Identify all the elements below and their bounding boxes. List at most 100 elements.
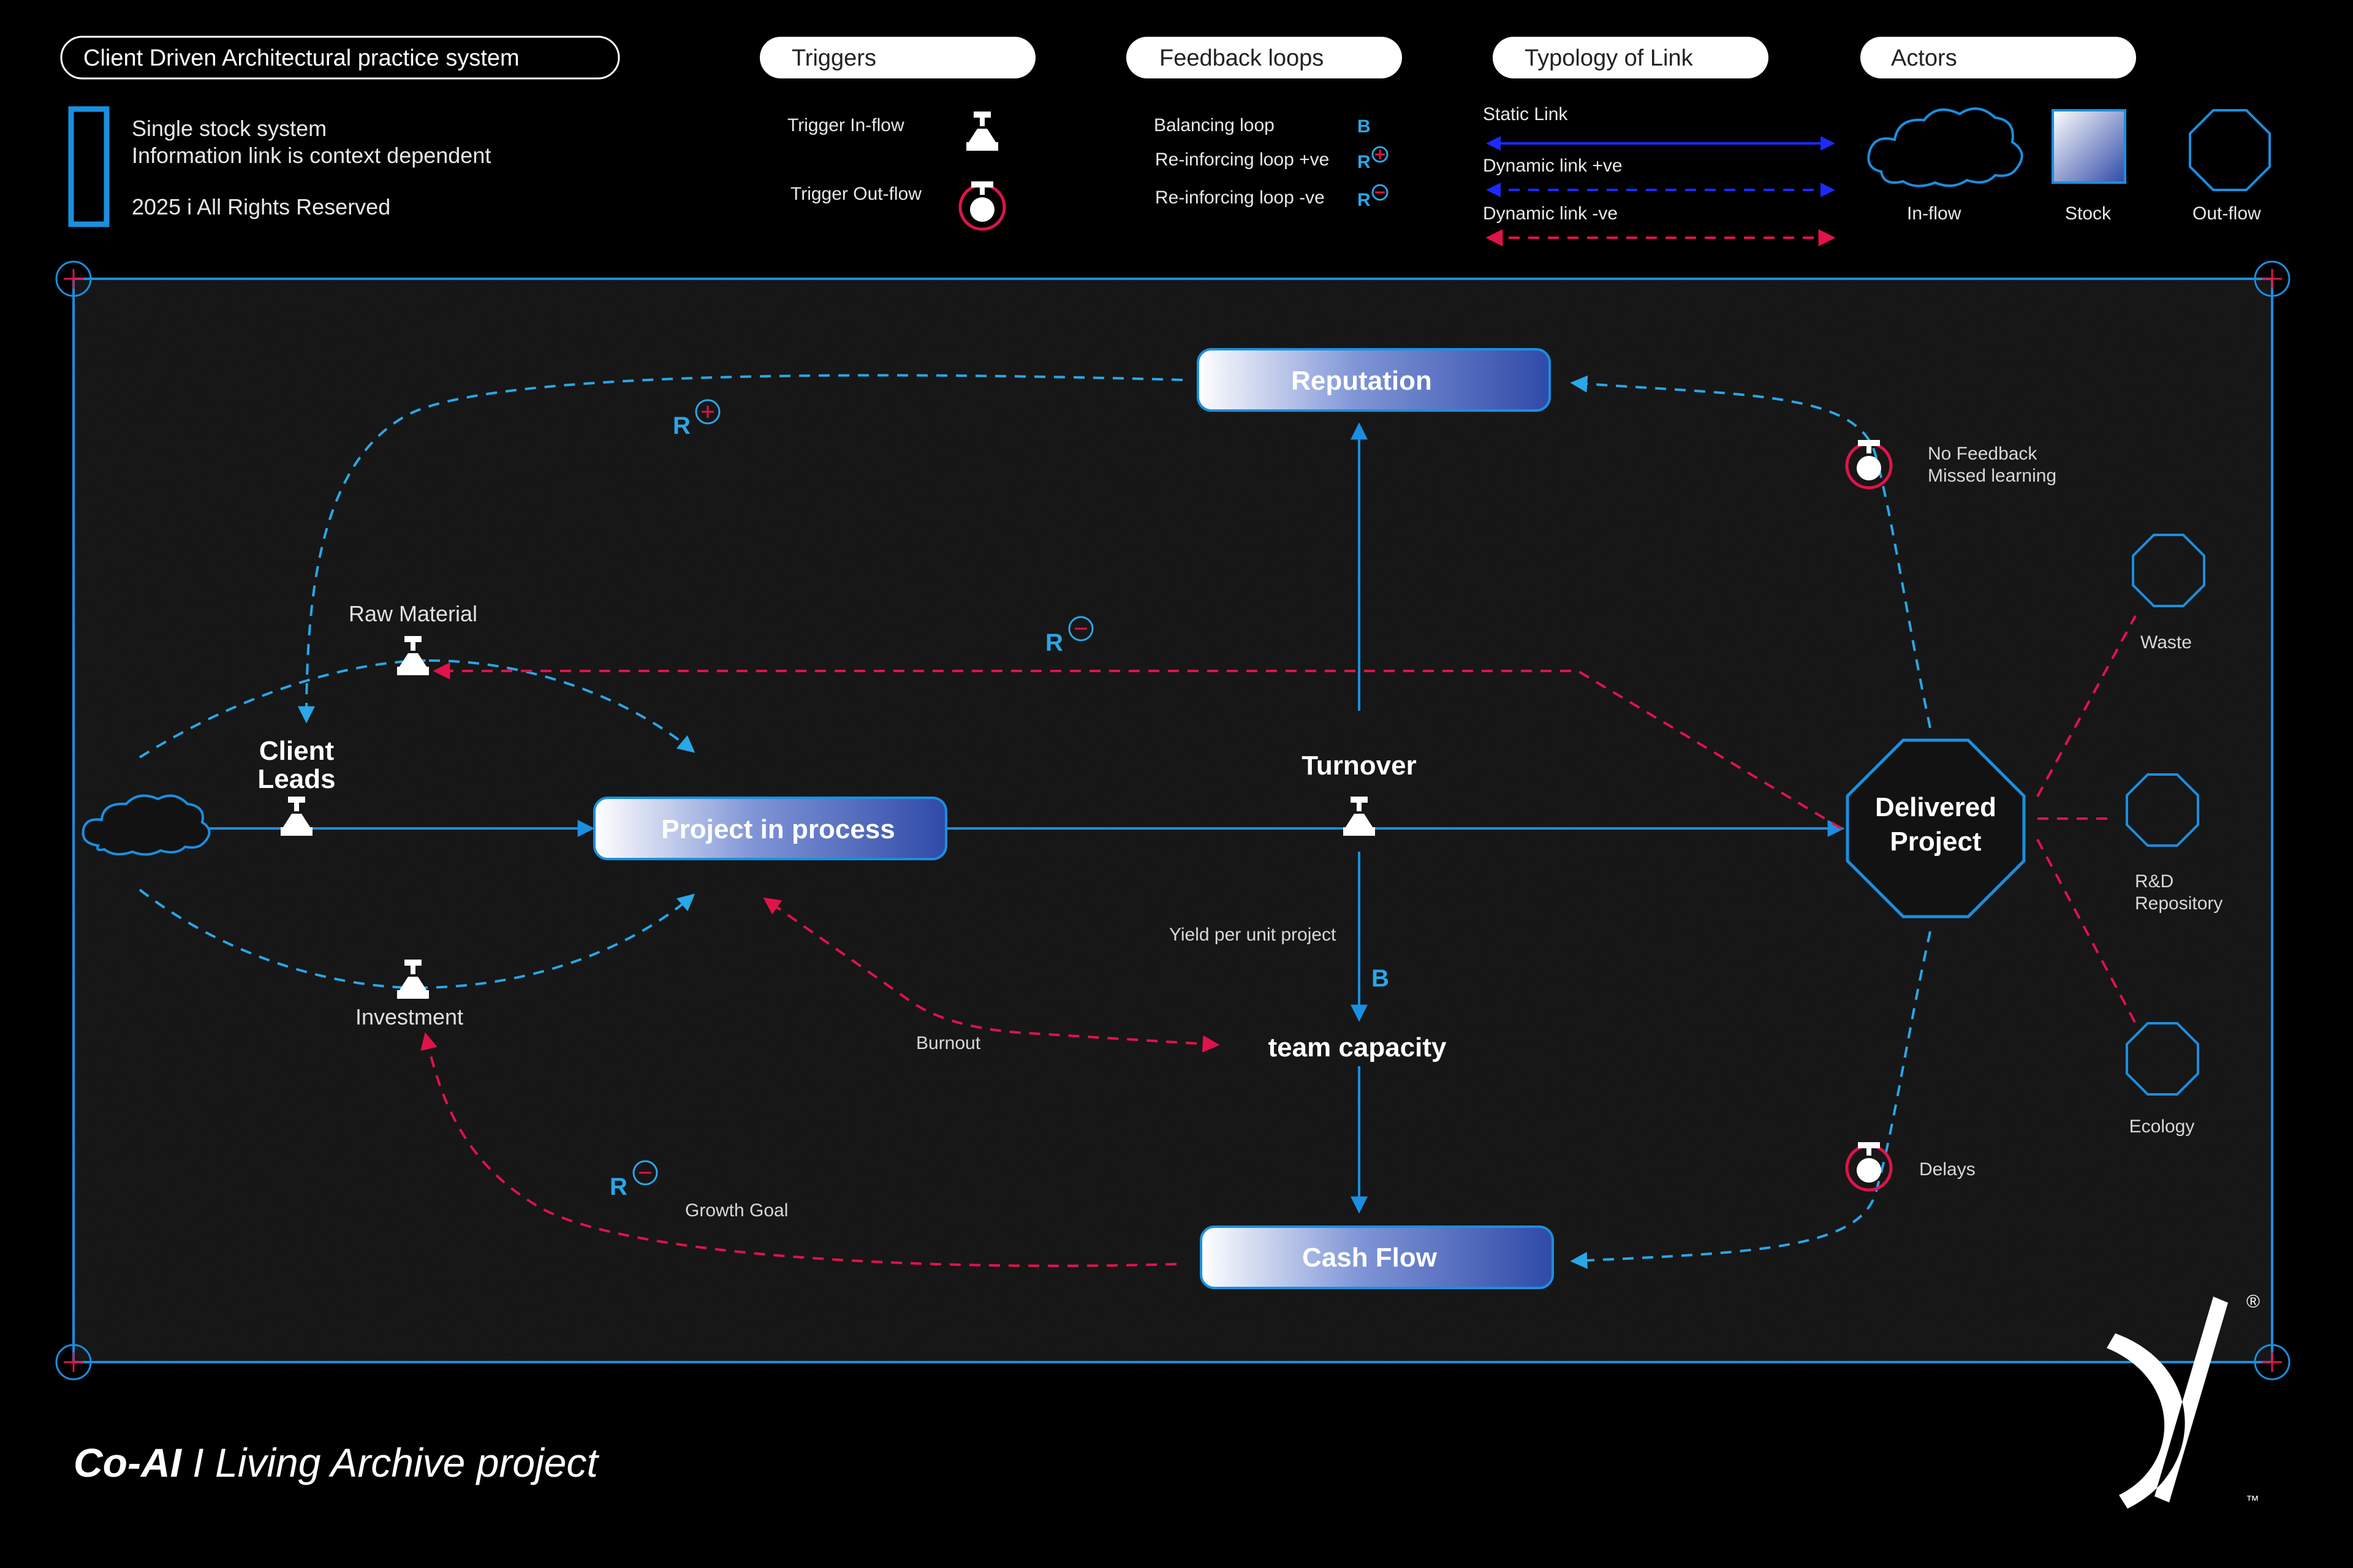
- reinforcing-neg-icon: [1371, 184, 1389, 201]
- outflow-octagon-icon: [2189, 109, 2271, 191]
- triggers-pill: [760, 37, 1036, 78]
- actors-title: Actors: [1891, 45, 1957, 71]
- page-title: Client Driven Architectural practice sys…: [83, 45, 520, 71]
- no-feedback-line2: Missed learning: [1928, 466, 2056, 486]
- outflow-waste[interactable]: Waste: [2132, 534, 2205, 653]
- static-links: [197, 422, 1845, 1214]
- reinforcing-pos-mark: R: [1357, 152, 1371, 172]
- reinforcing-neg-icon: [1068, 616, 1094, 642]
- project-in-process-label: Project in process: [661, 814, 895, 844]
- reinforcing-pos-icon: [1371, 146, 1389, 163]
- copyright: 2025 i All Rights Reserved: [132, 194, 390, 219]
- title-pill: [60, 36, 620, 80]
- link-delivered-to-waste: [2036, 615, 2137, 797]
- actor-outflow-label: Out-flow: [2192, 203, 2261, 224]
- actor-inflow-label: In-flow: [1907, 203, 1961, 224]
- outflow-rnd-repository[interactable]: R&D Repository: [2126, 773, 2222, 914]
- footer: Co-AI I Living Archive project ® ™: [74, 1292, 2260, 1509]
- link-raw-material-to-project: [428, 659, 695, 753]
- balancing-loop-label: Balancing loop: [1154, 115, 1275, 135]
- trigger-inflow-icon: [966, 112, 998, 151]
- link-cloud-to-investment: [138, 888, 417, 989]
- rnd-label-line1: R&D: [2135, 871, 2173, 892]
- rnd-label-line2: Repository: [2135, 893, 2222, 914]
- actor-stock-label: Stock: [2065, 203, 2112, 224]
- link-delivered-to-ecology: [2036, 839, 2137, 1024]
- legend-actors: Actors In-flow Stock Out-flow: [1860, 37, 2271, 224]
- stock-reputation[interactable]: Reputation: [1197, 348, 1551, 412]
- team-capacity-label: team capacity: [1268, 1032, 1447, 1062]
- footer-brand: Co-AI: [74, 1440, 183, 1485]
- triggers-title: Triggers: [792, 45, 876, 71]
- turnover-label: Turnover: [1302, 751, 1416, 781]
- reinforcing-pos-label: Re-inforcing loop +ve: [1155, 150, 1329, 170]
- reinforcing-pos-icon: [695, 399, 721, 425]
- balancing-loop-mark: B: [1357, 116, 1371, 137]
- link-cloud-to-raw-material: [138, 659, 430, 759]
- link-delivered-to-reputation: [1570, 375, 1931, 729]
- loop-marker-growth: R: [610, 1160, 658, 1200]
- loop-marker-reputation: R: [673, 399, 721, 439]
- feedback-pill: [1126, 37, 1402, 78]
- delivered-label-line1: Delivered: [1875, 792, 1996, 822]
- yield-label: Yield per unit project: [1169, 925, 1336, 945]
- actors-pill: [1860, 37, 2136, 78]
- trigger-inflow-label: Trigger In-flow: [787, 115, 904, 135]
- delays-label: Delays: [1919, 1159, 1976, 1180]
- footer-text: Co-AI I Living Archive project: [74, 1440, 599, 1485]
- link-reputation-to-leads: [298, 374, 1183, 724]
- trademark-mark: ™: [2246, 1493, 2259, 1508]
- brand-logo: [2107, 1297, 2228, 1509]
- diagram-canvas: [55, 260, 2290, 1381]
- waste-label: Waste: [2140, 632, 2192, 653]
- footer-separator: I: [181, 1440, 215, 1485]
- stock-icon: [2052, 109, 2126, 184]
- dynamic-positive-links: [138, 374, 1931, 1269]
- links-title: Typology of Link: [1525, 45, 1694, 71]
- legend-feedback: Feedback loops Balancing loop B Re-infor…: [1126, 37, 1402, 210]
- link-delivered-to-cashflow: [1570, 931, 1931, 1269]
- loop-marker-balancing: B: [1371, 965, 1389, 992]
- footer-project: Living Archive project: [215, 1440, 600, 1485]
- stock-project-in-process[interactable]: Project in process: [593, 797, 947, 860]
- link-cashflow-to-investment: [420, 1032, 1177, 1267]
- canvas-frame: [72, 278, 2273, 1363]
- svg-text:R: R: [1045, 629, 1063, 656]
- link-delivered-to-raw-material: [433, 662, 1843, 830]
- inflow-cloud[interactable]: [81, 794, 211, 856]
- dynamic-pos-label: Dynamic link +ve: [1483, 156, 1623, 176]
- inflow-cloud-icon: [1867, 107, 2023, 187]
- reinforcing-neg-label: Re-inforcing loop -ve: [1155, 187, 1325, 208]
- legend-triggers: Triggers Trigger In-flow Trigger Out-flo…: [760, 37, 1036, 229]
- link-investment-to-project: [416, 893, 695, 989]
- header: Client Driven Architectural practice sys…: [60, 36, 620, 227]
- svg-text:R: R: [610, 1173, 627, 1200]
- note-info-link: Information link is context dependent: [132, 143, 491, 168]
- svg-text:R: R: [673, 412, 691, 439]
- client-leads-line1: Client: [259, 736, 335, 766]
- reinforcing-neg-icon: [632, 1160, 658, 1186]
- reputation-label: Reputation: [1291, 366, 1432, 396]
- growth-goal-label: Growth Goal: [685, 1200, 788, 1221]
- dynamic-negative-links: [420, 615, 2137, 1267]
- loop-marker-raw-material: R: [1045, 616, 1094, 656]
- corner-marks: [55, 260, 2290, 1381]
- cash-flow-label: Cash Flow: [1302, 1243, 1438, 1273]
- delivered-label-line2: Project: [1890, 827, 1982, 857]
- reinforcing-neg-mark: R: [1357, 190, 1371, 210]
- stock-cash-flow[interactable]: Cash Flow: [1200, 1225, 1554, 1289]
- no-feedback-line1: No Feedback: [1928, 444, 2037, 464]
- trigger-outflow-icon: [960, 181, 1004, 229]
- client-leads-line2: Leads: [257, 764, 335, 794]
- delivered-project-node[interactable]: Delivered Project: [1846, 738, 2026, 918]
- ecology-label: Ecology: [2129, 1116, 2195, 1137]
- static-link-label: Static Link: [1483, 104, 1568, 124]
- legend-links: Typology of Link Static Link Dynamic lin…: [1483, 37, 1836, 246]
- note-single-stock: Single stock system: [132, 116, 327, 141]
- outflow-ecology[interactable]: Ecology: [2126, 1022, 2199, 1137]
- burnout-label: Burnout: [916, 1033, 981, 1053]
- registered-mark: ®: [2246, 1292, 2260, 1312]
- links-pill: [1493, 37, 1768, 78]
- feedback-title: Feedback loops: [1159, 45, 1324, 71]
